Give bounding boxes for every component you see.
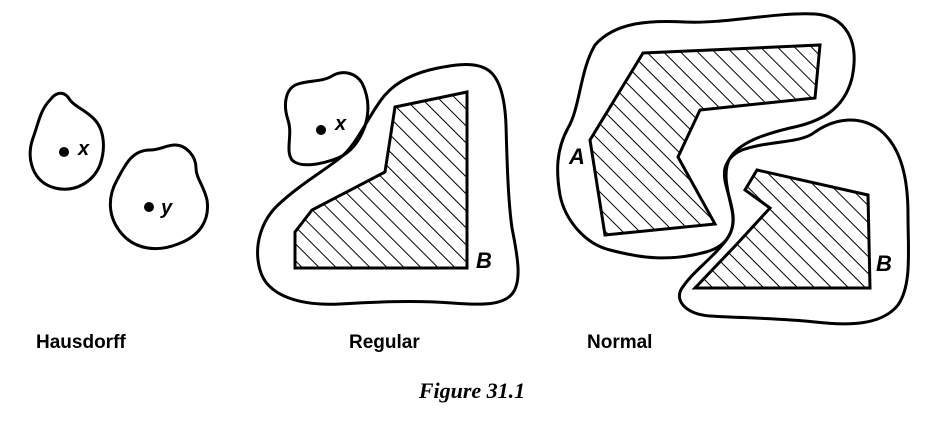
hausdorff-title: Hausdorff: [36, 332, 126, 353]
figure-caption: Figure 31.1: [418, 378, 525, 403]
closed-set-b: [691, 168, 872, 290]
hausdorff-panel: x y Hausdorff: [28, 91, 210, 353]
neighborhood-of-x: [28, 91, 105, 191]
point-x-dot: [59, 147, 69, 157]
neighborhood-of-set-b: [677, 118, 911, 326]
set-b-label: B: [876, 251, 892, 276]
point-y-dot: [144, 202, 154, 212]
neighborhood-of-closed-set-b: [256, 63, 520, 306]
regular-title: Regular: [349, 332, 420, 353]
normal-title: Normal: [587, 332, 652, 353]
neighborhood-of-x: [284, 71, 370, 167]
closed-set-a: [588, 43, 822, 237]
point-x-label: x: [334, 113, 347, 135]
point-x-dot: [316, 125, 326, 135]
set-a-label: A: [568, 144, 585, 169]
regular-panel: x B Regular: [256, 63, 520, 353]
set-b-label: B: [476, 248, 492, 273]
point-x-label: x: [77, 138, 90, 160]
point-y-label: y: [160, 197, 173, 219]
closed-set-b: [293, 90, 469, 270]
normal-panel: A B Normal: [556, 12, 911, 353]
neighborhood-of-y: [108, 143, 210, 251]
